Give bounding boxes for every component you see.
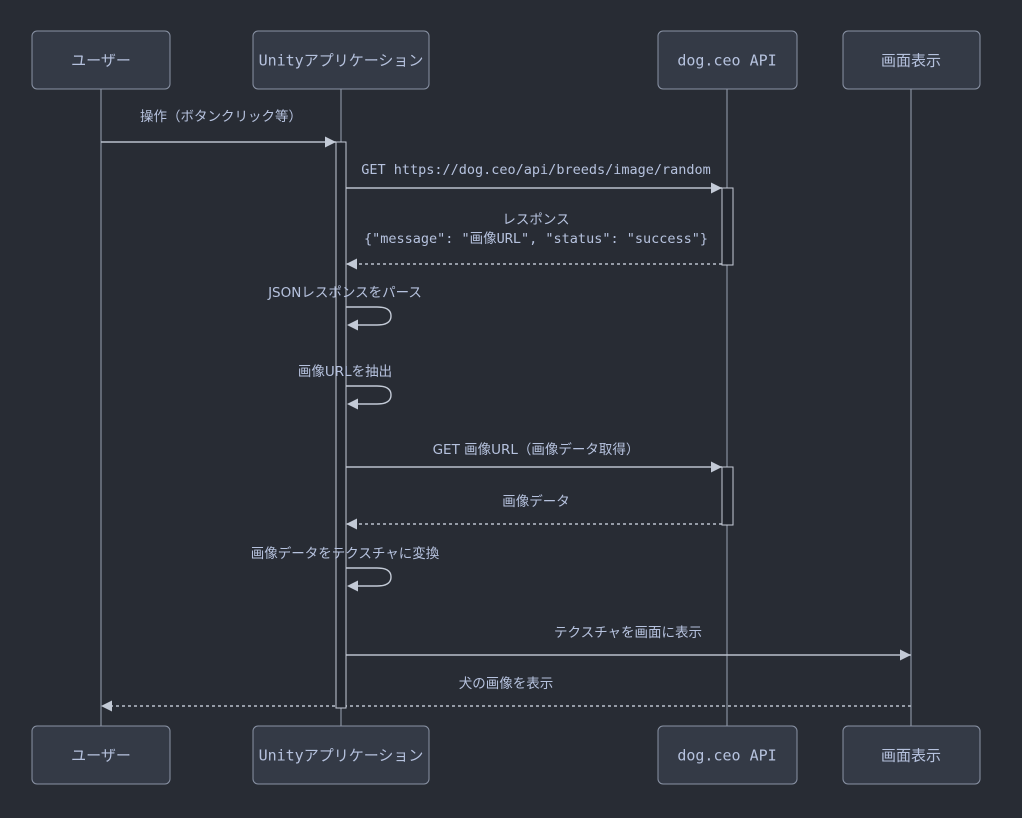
message-m1: [101, 136, 336, 148]
messages-layer: [101, 136, 911, 712]
message-label-m3-line2: {"message": "画像URL", "status": "success"…: [364, 231, 708, 247]
message-m7: [346, 518, 722, 530]
lifelines-layer: [100, 89, 912, 726]
message-label-m7: 画像データ: [502, 493, 570, 510]
message-label-m8: 画像データをテクスチャに変換: [251, 545, 440, 562]
activation-bar-api: [721, 466, 734, 526]
participant-box-rect: [657, 725, 798, 785]
message-m10: [101, 700, 911, 712]
participant-box-screen-bottom[interactable]: 画面表示: [842, 725, 981, 785]
arrowhead: [711, 182, 722, 194]
self-call-loop: [346, 567, 392, 587]
message-label-m6: GET 画像URL（画像データ取得）: [433, 441, 640, 458]
participant-box-rect: [657, 30, 798, 90]
participant-box-rect: [31, 30, 171, 90]
arrowhead: [101, 700, 112, 712]
arrowhead: [347, 319, 358, 331]
message-label-m4: JSONレスポンスをパース: [267, 285, 422, 301]
message-label-m3: レスポンス: [502, 212, 569, 228]
message-labels-layer: 操作（ボタンクリック等） GET https://dog.ceo/api/bree…: [140, 108, 711, 692]
participant-label-screen: 画面表示: [881, 747, 941, 765]
message-m9: [346, 649, 911, 661]
participant-box-rect: [842, 30, 981, 90]
message-m6: [346, 461, 722, 473]
participant-boxes-layer: ユーザーユーザーUnityアプリケーションUnityアプリケーションdog.ce…: [31, 30, 981, 785]
participant-box-user-bottom[interactable]: ユーザー: [31, 725, 171, 785]
message-m2: [346, 182, 722, 194]
participant-box-rect: [252, 725, 430, 785]
participant-label-screen: 画面表示: [881, 52, 941, 70]
arrowhead: [347, 580, 358, 592]
message-m5: [346, 385, 392, 410]
arrowhead: [900, 649, 911, 661]
message-label-m1: 操作（ボタンクリック等）: [140, 108, 302, 125]
message-label-m2: GET https://dog.ceo/api/breeds/image/ran…: [361, 162, 711, 178]
activation-bar-unity: [335, 141, 347, 709]
participant-label-user: ユーザー: [71, 747, 131, 765]
arrowhead: [325, 136, 336, 148]
participant-box-rect: [842, 725, 981, 785]
arrowhead: [711, 461, 722, 473]
message-label-m5: 画像URLを抽出: [298, 364, 392, 380]
participant-box-rect: [31, 725, 171, 785]
message-label-m10: 犬の画像を表示: [459, 676, 554, 692]
participant-box-api-bottom[interactable]: dog.ceo API: [657, 725, 798, 785]
participant-label-api: dog.ceo API: [677, 747, 776, 765]
message-m3: [346, 258, 722, 270]
participant-box-unity-top[interactable]: Unityアプリケーション: [252, 30, 430, 90]
participant-box-rect: [252, 30, 430, 90]
arrowhead: [347, 398, 358, 410]
participant-box-unity-bottom[interactable]: Unityアプリケーション: [252, 725, 430, 785]
participant-label-api: dog.ceo API: [677, 52, 776, 70]
arrowhead: [346, 518, 357, 530]
self-call-loop: [346, 385, 392, 405]
participant-box-user-top[interactable]: ユーザー: [31, 30, 171, 90]
participant-label-unity: Unityアプリケーション: [259, 747, 424, 765]
message-m8: [346, 567, 392, 592]
self-call-loop: [346, 306, 392, 326]
activations-layer: [335, 141, 734, 709]
message-m4: [346, 306, 392, 331]
participant-label-unity: Unityアプリケーション: [259, 52, 424, 70]
activation-bar-api: [721, 187, 734, 266]
participant-box-api-top[interactable]: dog.ceo API: [657, 30, 798, 90]
message-label-m9: テクスチャを画面に表示: [554, 625, 702, 641]
arrowhead: [346, 258, 357, 270]
participant-box-screen-top[interactable]: 画面表示: [842, 30, 981, 90]
participant-label-user: ユーザー: [71, 52, 131, 70]
